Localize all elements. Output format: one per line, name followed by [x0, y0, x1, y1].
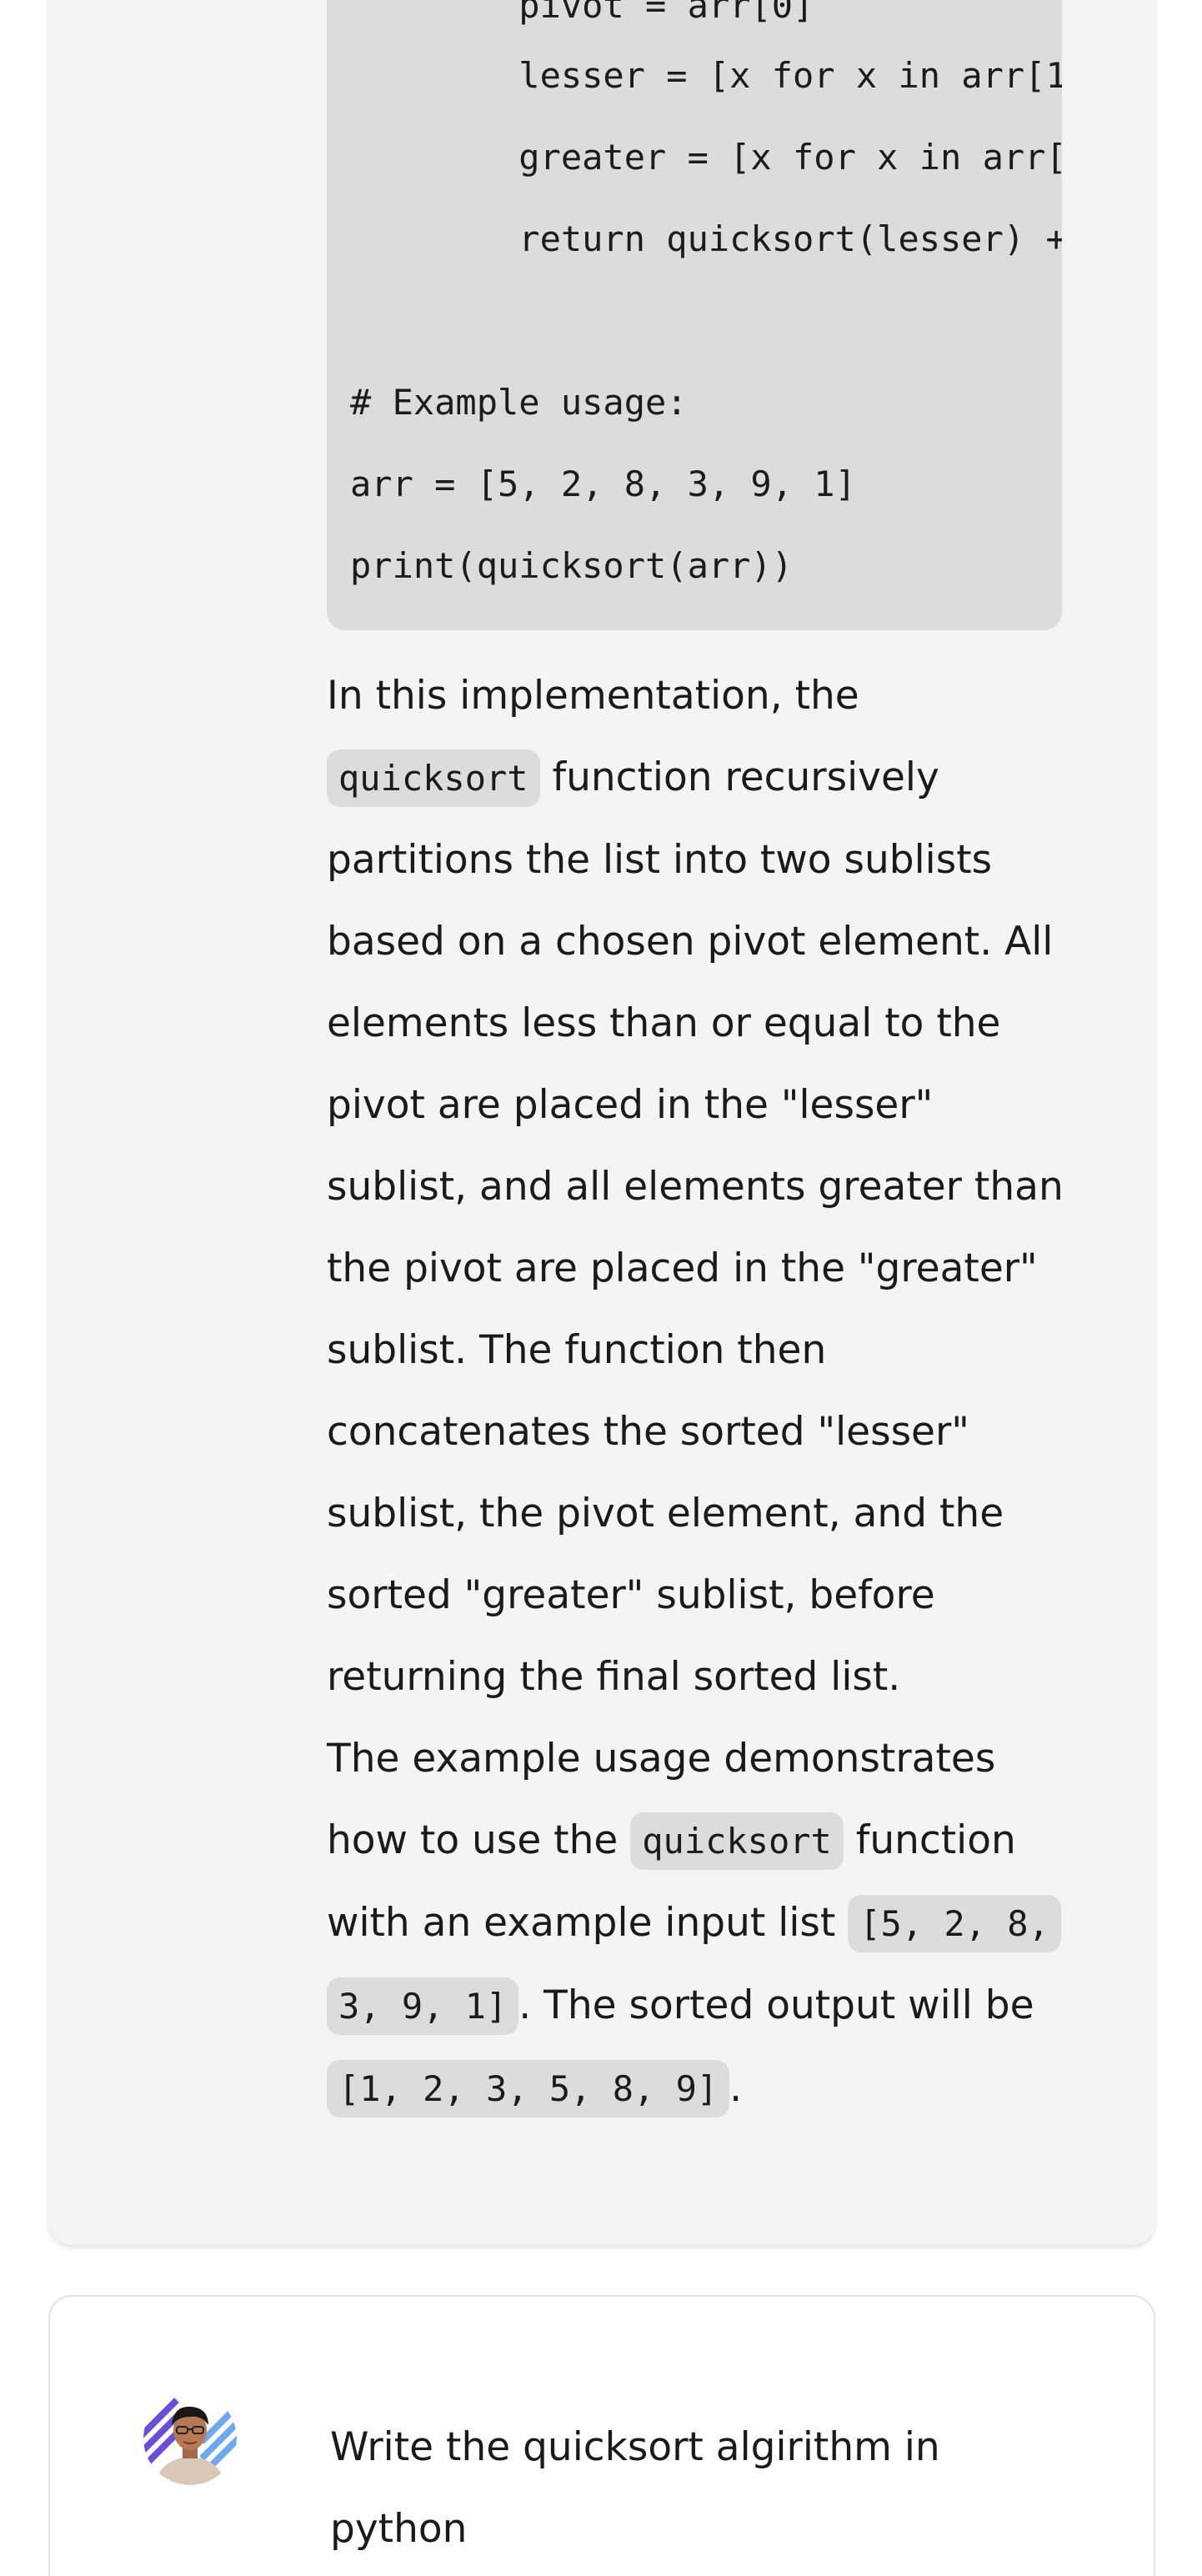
inline-code: quicksort [630, 1812, 844, 1870]
code-line: greater = [x for x in arr[1:] if x > piv… [518, 137, 1062, 178]
avatar-image [143, 2392, 237, 2485]
text-span: function recursively partitions the list… [327, 754, 1064, 1700]
usage-paragraph: The example usage demonstrates how to us… [327, 1718, 1077, 2130]
text-span: The example usage demonstrates how to us… [327, 1736, 996, 1863]
user-avatar-icon [143, 2392, 237, 2485]
text-span: In this implementation, the [327, 673, 859, 719]
inline-code: [1, 2, 3, 5, 8, 9] [327, 2060, 730, 2117]
code-line: return quicksort(lesser) + [pivot] + qui… [518, 218, 1062, 259]
text-span: function with an example input list [327, 1817, 1016, 1946]
code-line: lesser = [x for x in arr[1:] if x <= piv… [518, 55, 1062, 96]
user-message-text: Write the quicksort algirithm in python [330, 2424, 940, 2552]
code-line: pivot = arr[0] [350, 0, 814, 26]
explanation-paragraph: In this implementation, the quicksort fu… [327, 655, 1077, 1718]
assistant-message-content: pivot = arr[0] lesser = [x for x in arr[… [327, 0, 1094, 2130]
assistant-explanation: In this implementation, the quicksort fu… [327, 655, 1077, 2130]
code-block[interactable]: pivot = arr[0] lesser = [x for x in arr[… [327, 0, 1062, 630]
text-span: . The sorted output will be [518, 1982, 1034, 2028]
code-line: # Example usage: [350, 382, 688, 423]
text-span: . [729, 2065, 743, 2111]
code-line: print(quicksort(arr)) [350, 545, 794, 586]
code-line: arr = [5, 2, 8, 3, 9, 1] [350, 464, 856, 504]
assistant-message: pivot = arr[0] lesser = [x for x in arr[… [48, 0, 1155, 2245]
inline-code: quicksort [327, 749, 540, 807]
user-message: Write the quicksort algirithm in python [48, 2295, 1155, 2576]
